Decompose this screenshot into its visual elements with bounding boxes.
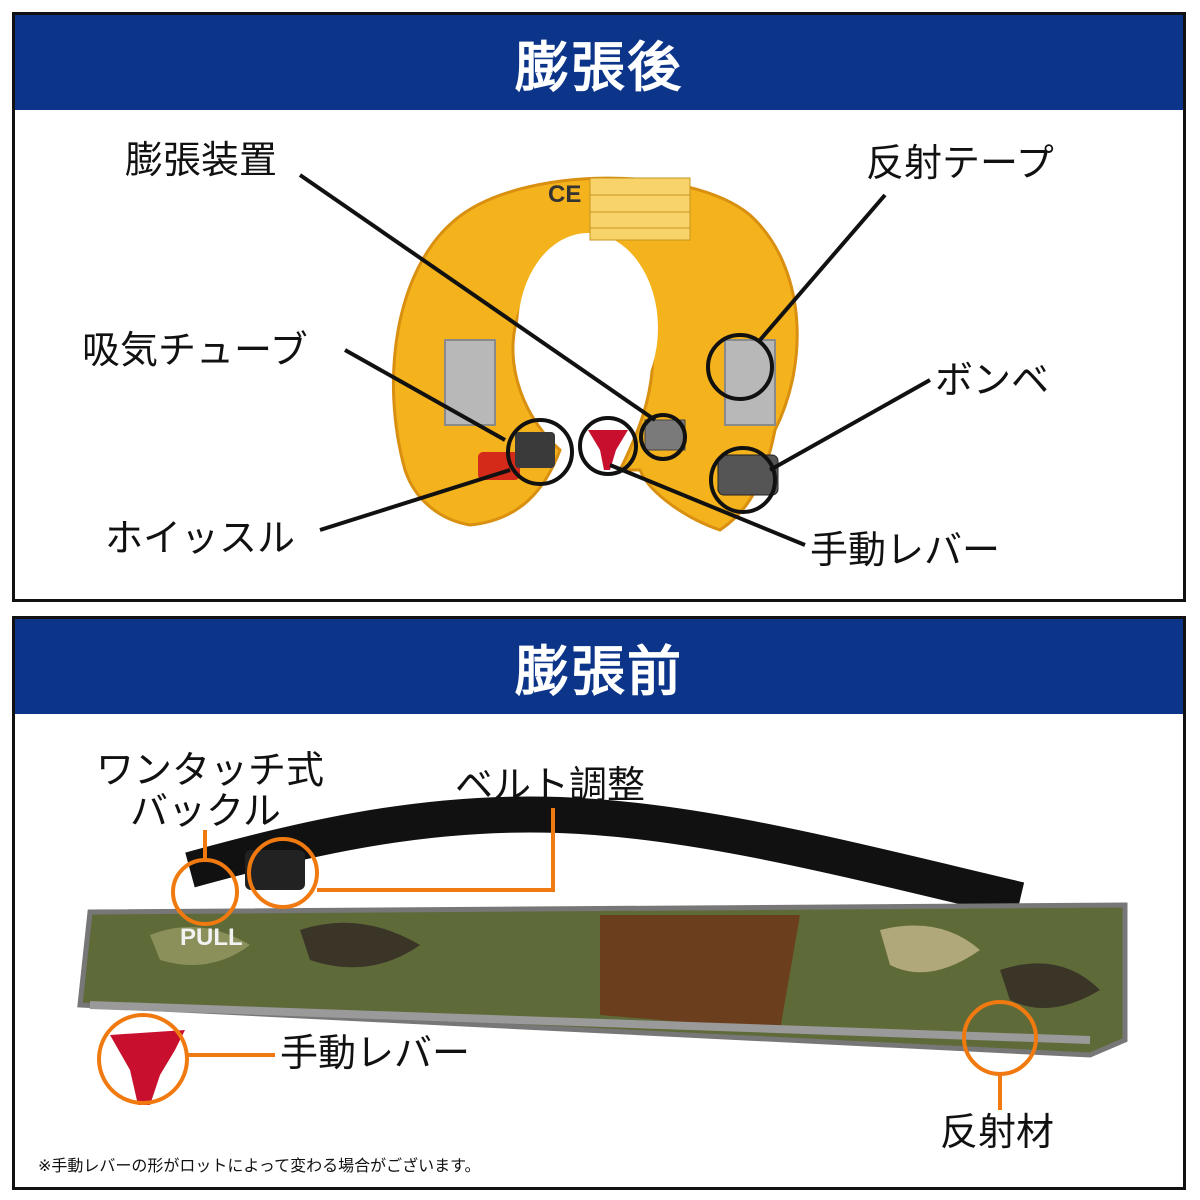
label-manual-lever-top: 手動レバー bbox=[810, 528, 1001, 572]
packed-belt: PULL bbox=[77, 796, 1128, 1105]
footnote: ※手動レバーの形がロットによって変わる場合がございます。 bbox=[38, 1156, 481, 1175]
label-reflective-material: 反射材 bbox=[940, 1110, 1055, 1154]
label-cylinder: ボンベ bbox=[935, 358, 1050, 402]
inflated-header: 膨張後 bbox=[15, 15, 1183, 110]
label-buckle-line2: バックル bbox=[130, 789, 281, 833]
inflated-panel: 膨張後 bbox=[12, 12, 1186, 602]
ce-mark: CE bbox=[548, 181, 581, 208]
top-callout-lines bbox=[298, 173, 931, 547]
label-belt-adjust: ベルト調整 bbox=[455, 763, 646, 807]
label-inlet-tube: 吸気チューブ bbox=[82, 328, 308, 372]
inflated-vest: CE bbox=[391, 176, 799, 532]
label-reflective-tape: 反射テープ bbox=[866, 141, 1054, 185]
label-buckle-line1: ワンタッチ式 bbox=[96, 748, 325, 792]
deflated-title: 膨張前 bbox=[515, 640, 683, 703]
inflated-title: 膨張後 bbox=[515, 36, 683, 99]
label-manual-lever-bottom: 手動レバー bbox=[280, 1031, 471, 1075]
deflated-header: 膨張前 bbox=[15, 619, 1183, 714]
label-inflator: 膨張装置 bbox=[125, 138, 278, 182]
pull-print: PULL bbox=[180, 924, 243, 951]
top-callout-circles bbox=[506, 333, 777, 514]
label-whistle: ホイッスル bbox=[105, 516, 296, 560]
bottom-callouts bbox=[97, 808, 1038, 1110]
